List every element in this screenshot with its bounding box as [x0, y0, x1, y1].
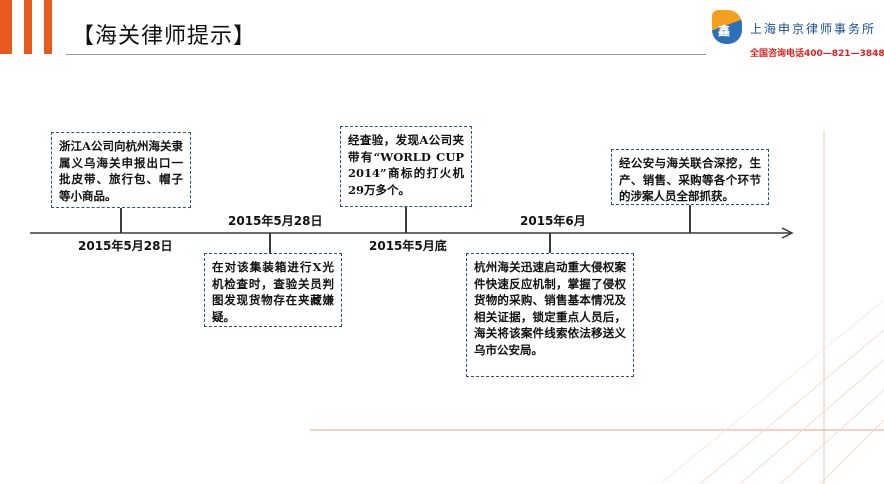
accent-bar: [44, 0, 52, 54]
event-box: 经公安与海关联合深挖，生产、销售、采购等各个环节的涉案人员全部抓获。: [611, 149, 769, 205]
timeline-tick: [269, 233, 271, 253]
event-box: 经查验，发现A公司夹带有“WORLD CUP 2014”商标的打火机29万多个。: [340, 126, 472, 207]
title-divider: [66, 54, 706, 55]
event-date: 2015年6月: [520, 214, 586, 228]
event-date: 2015年5月28日: [78, 239, 173, 253]
firm-logo: 鑫 上海申京律师事务所 全国咨询电话400—821—3848: [712, 6, 884, 59]
logo-glyph: 鑫: [718, 24, 731, 38]
timeline-tick: [689, 205, 691, 233]
timeline-tick: [405, 207, 407, 233]
event-box: 杭州海关迅速启动重大侵权案件快速反应机制，掌握了侵权货物的采购、销售基本情况及相…: [466, 253, 634, 377]
timeline-tick: [120, 207, 122, 233]
accent-bar: [24, 0, 32, 54]
logo-icon: 鑫: [712, 10, 742, 44]
accent-bar: [0, 0, 12, 54]
timeline-tick: [549, 233, 551, 253]
page-title: 【海关律师提示】: [72, 24, 257, 49]
event-date: 2015年5月底: [369, 239, 447, 253]
event-box: 在对该集装箱进行X光机检查时，查验关员判图发现货物存在夹藏嫌疑。: [204, 253, 342, 327]
event-date: 2015年5月28日: [228, 214, 323, 228]
firm-name: 上海申京律师事务所: [750, 22, 877, 36]
event-box: 浙江A公司向杭州海关隶属义乌海关申报出口一批皮带、旅行包、帽子等小商品。: [51, 132, 191, 208]
hotline-text: 全国咨询电话400—821—3848: [750, 49, 884, 59]
